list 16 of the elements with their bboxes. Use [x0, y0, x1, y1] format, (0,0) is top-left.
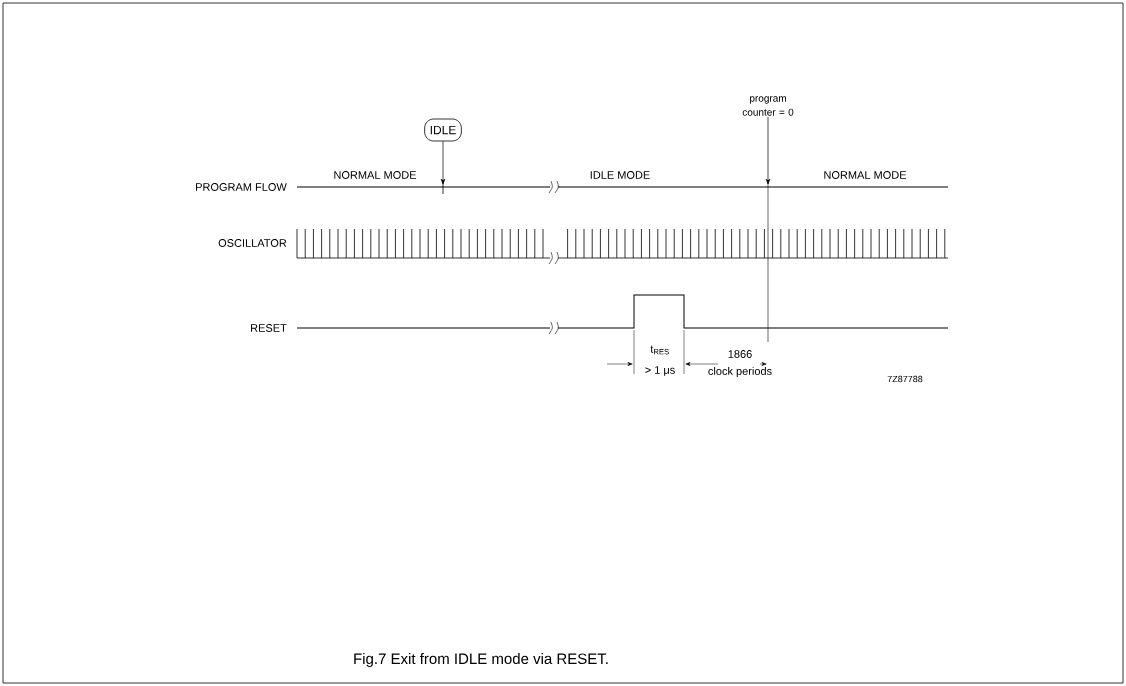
- dimension-label: clock periods: [706, 365, 774, 379]
- dimension-label: 1866: [726, 349, 754, 359]
- mode-label: NORMAL MODE: [822, 170, 908, 180]
- caption: Fig.7 Exit from IDLE mode via RESET.: [354, 653, 608, 667]
- instruction-box: IDLE: [424, 118, 462, 142]
- signal-label: RESET: [249, 323, 288, 333]
- mode-label: IDLE MODE: [588, 170, 652, 180]
- arrow: [765, 116, 771, 185]
- figure-code: 7Z87788: [886, 374, 924, 384]
- signal-label: PROGRAM FLOW: [194, 182, 288, 192]
- arrow: [440, 141, 446, 185]
- mode-label: NORMAL MODE: [332, 170, 418, 180]
- dimension-label: > 1 μs: [643, 365, 677, 377]
- annotation-text: program counter = 0: [742, 96, 794, 116]
- dimension-label: t$_{RES}$: [649, 344, 671, 356]
- signal-label: OSCILLATOR: [217, 238, 288, 248]
